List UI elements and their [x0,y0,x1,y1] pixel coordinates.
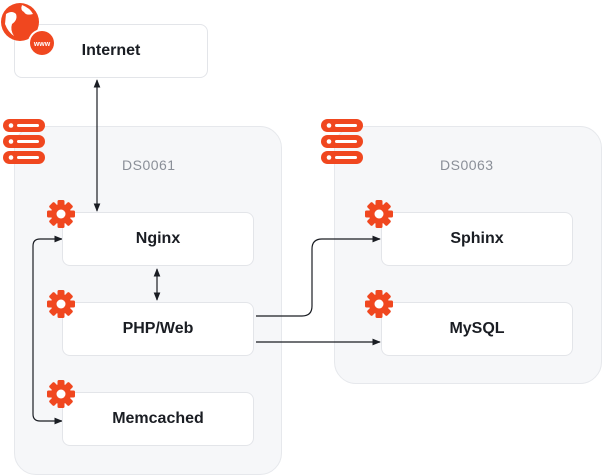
svg-text:www: www [33,41,51,48]
nginx-node: Nginx [62,212,254,266]
gear-icon [47,290,75,318]
sphinx-node: Sphinx [381,212,573,266]
gear-icon [365,290,393,318]
gear-icon [47,380,75,408]
host-label-ds0063: DS0063 [440,157,494,173]
host-label-ds0061: DS0061 [122,157,176,173]
link-nginx-memcached [32,235,63,425]
link-php-sphinx [256,235,381,317]
php-web-node: PHP/Web [62,302,254,356]
server-rack-icon [321,119,363,164]
memcached-node: Memcached [62,392,254,446]
globe-www-icon: www [1,3,56,57]
server-rack-icon [3,119,45,164]
gear-icon [365,200,393,228]
mysql-node: MySQL [381,302,573,356]
gear-icon [47,200,75,228]
